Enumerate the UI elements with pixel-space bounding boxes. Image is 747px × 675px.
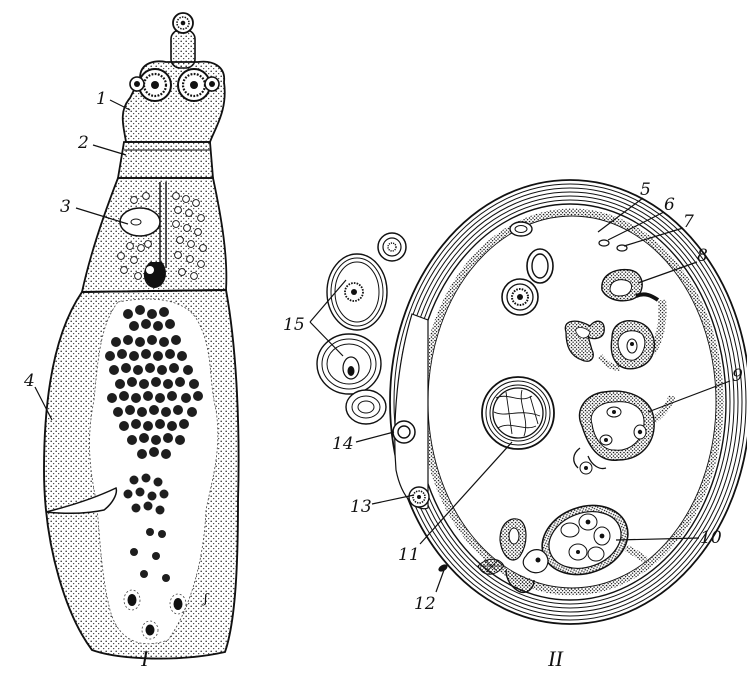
adult-worm-drawing: ʃ xyxy=(44,13,239,659)
callout-11: 11 xyxy=(398,545,420,565)
callout-4: 4 xyxy=(23,371,35,391)
callout-9: 9 xyxy=(732,366,743,386)
panel-label-right: II xyxy=(547,646,564,671)
scolex xyxy=(123,61,225,142)
brood-capsules-with-protoscolices xyxy=(565,300,672,474)
callout-14: 14 xyxy=(332,434,354,454)
early-brood-capsule xyxy=(602,270,658,301)
hydatid-cyst-drawing xyxy=(317,180,747,624)
free-daughter-cysts xyxy=(502,249,553,315)
callout-10: 10 xyxy=(700,528,722,548)
callout-15: 15 xyxy=(283,315,305,335)
wall-bulge xyxy=(393,314,429,509)
callout-7: 7 xyxy=(683,212,694,232)
callout-6: 6 xyxy=(664,195,675,215)
callout-12: 12 xyxy=(414,594,436,614)
callout-2: 2 xyxy=(77,133,89,153)
daughter-cyst-with-membranes xyxy=(482,377,554,449)
callout-5: 5 xyxy=(640,180,651,200)
exogenous-daughter-cysts xyxy=(317,233,406,424)
callout-8: 8 xyxy=(697,246,708,266)
callout-3: 3 xyxy=(60,197,71,217)
neck-segment xyxy=(118,142,213,178)
rostellum xyxy=(171,13,195,68)
callout-1: 1 xyxy=(96,89,107,109)
callout-13: 13 xyxy=(350,497,372,517)
